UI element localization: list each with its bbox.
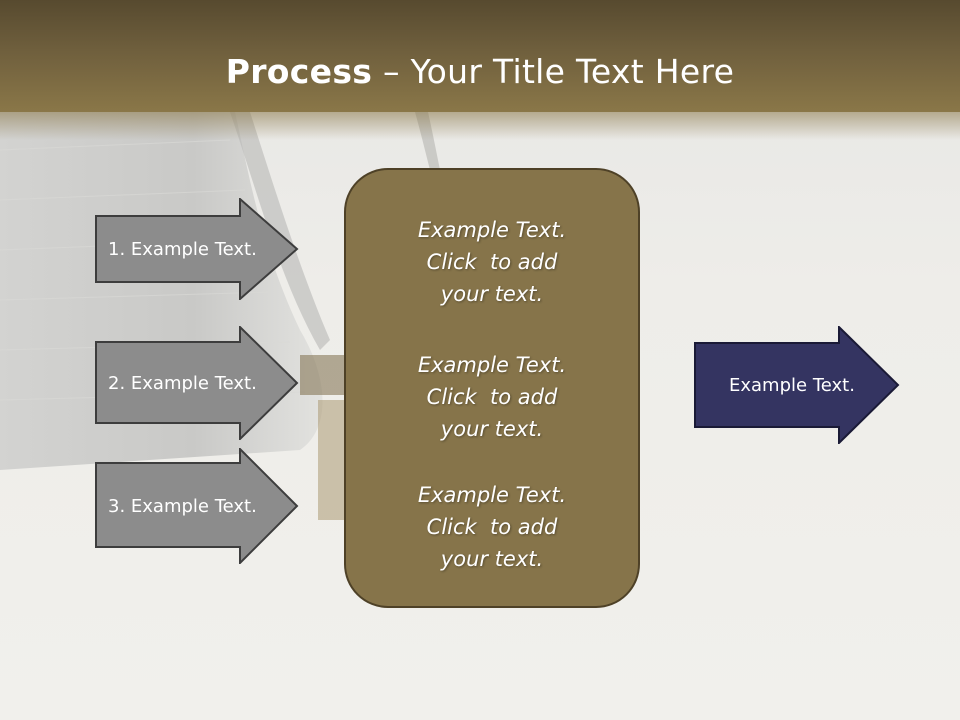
right-arrow[interactable]: Example Text. [694,326,900,444]
block-line: your text. [440,282,544,306]
left-arrow-1[interactable]: 1. Example Text. [95,198,300,300]
title-bar-shadow [0,112,960,140]
center-text-block-2[interactable]: Example Text. Click to add your text. [346,349,638,445]
arrow-shape-icon [95,198,299,300]
block-line: Example Text. [417,483,567,507]
arrow-shape-icon [694,326,900,444]
slide-title: Process – Your Title Text Here [0,52,960,91]
block-line: your text. [440,547,544,571]
block-line: your text. [440,417,544,441]
arrow-shape-icon [95,448,299,564]
block-line: Click to add [426,385,558,409]
left-arrow-2-label: 2. Example Text. [108,372,257,394]
arrow-shape-icon [95,326,299,440]
title-bold-part: Process [225,52,373,91]
block-line: Example Text. [417,353,567,377]
left-arrow-3[interactable]: 3. Example Text. [95,448,300,564]
title-rest-part: – Your Title Text Here [372,52,735,91]
center-text-box[interactable]: Example Text. Click to add your text. Ex… [344,168,640,608]
block-line: Click to add [426,515,558,539]
left-arrow-2[interactable]: 2. Example Text. [95,326,300,440]
block-line: Click to add [426,250,558,274]
right-arrow-label: Example Text. [729,374,855,396]
center-text-block-1[interactable]: Example Text. Click to add your text. [346,214,638,310]
left-arrow-3-label: 3. Example Text. [108,495,257,517]
block-line: Example Text. [417,218,567,242]
center-text-block-3[interactable]: Example Text. Click to add your text. [346,479,638,575]
left-arrow-1-label: 1. Example Text. [108,238,257,260]
title-bar [0,0,960,112]
